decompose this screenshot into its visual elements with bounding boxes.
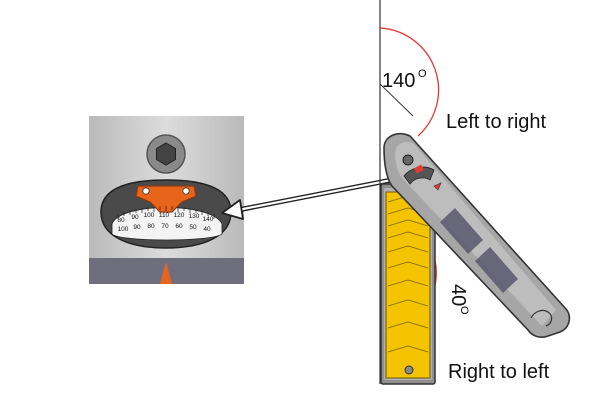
outer-tick-label: 140	[203, 216, 214, 223]
direction-label-right-to-left: Right to left	[448, 361, 550, 383]
inner-tick-label: 80	[147, 223, 155, 230]
blade-dark-band	[475, 247, 518, 293]
angle-label-140: 140	[382, 70, 415, 92]
inner-scale-numbers: 100 90 80 70 60 50 40	[118, 223, 211, 233]
hex-screw-icon	[146, 134, 186, 174]
reference-line-diagonal	[379, 83, 414, 117]
blade-end-slot	[530, 309, 553, 327]
mini-clamp	[414, 164, 424, 174]
angle-unit-140: O	[418, 68, 427, 80]
outer-tick-label: 120	[174, 212, 185, 219]
outer-scale-numbers: 80 90 100 110 120 130 140	[117, 212, 213, 224]
direction-label-left-to-right: Left to right	[446, 111, 547, 133]
stock-rivet-icon	[404, 365, 414, 375]
callout-arrow-icon	[221, 173, 415, 220]
blade-dark-band	[440, 208, 483, 254]
angle-unit-40: O	[458, 306, 470, 315]
pointer-arrow-icon	[160, 262, 172, 284]
angle-label-40: 40	[447, 284, 469, 306]
bevel-blade	[383, 132, 571, 338]
angle-arc-140	[379, 27, 440, 137]
inner-tick-label: 40	[203, 226, 211, 233]
outer-tick-label: 90	[131, 214, 139, 221]
inner-tick-label: 70	[161, 223, 169, 230]
outer-tick-label: 100	[144, 212, 155, 219]
scale-face	[111, 207, 223, 241]
yellow-handle	[385, 191, 431, 379]
scale-ticks	[117, 206, 215, 219]
outer-tick-label: 110	[159, 212, 170, 219]
inner-tick-label: 50	[189, 224, 197, 231]
outer-tick-label: 130	[189, 213, 200, 220]
scale-inset: 80 90 100 110 120 130 140 100 90 80 70 6…	[89, 116, 244, 284]
inner-tick-label: 60	[175, 223, 183, 230]
mini-scale	[403, 166, 435, 185]
pivot-screw-icon	[402, 154, 414, 166]
bevel-stock	[380, 183, 436, 385]
orange-clamp	[135, 185, 197, 213]
outer-tick-label: 80	[117, 217, 125, 224]
inner-tick-label: 90	[133, 224, 141, 231]
inner-tick-label: 100	[118, 226, 129, 233]
blade-marker-icon	[433, 182, 442, 191]
angle-label-40-group: 40 O	[447, 284, 470, 315]
